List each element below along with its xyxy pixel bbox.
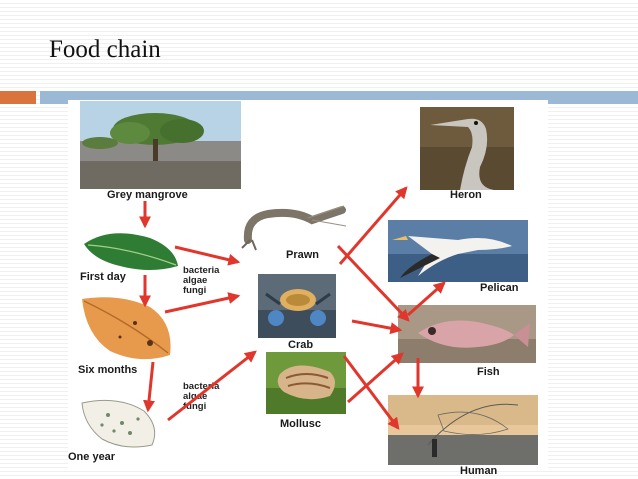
crab-image bbox=[258, 274, 336, 338]
crab-label: Crab bbox=[288, 339, 314, 351]
one-year-leaf-image bbox=[78, 395, 160, 451]
heron-label: Heron bbox=[450, 189, 482, 201]
grey-mangrove-image bbox=[80, 101, 241, 189]
first-day-label: First day bbox=[80, 271, 126, 283]
fish-image bbox=[398, 305, 536, 363]
pelican-label: Pelican bbox=[480, 282, 519, 294]
six-months-leaf-image bbox=[80, 293, 176, 365]
accent-bar-orange bbox=[0, 91, 36, 104]
slide-title: Food chain bbox=[49, 36, 161, 63]
six-months-label: Six months bbox=[78, 364, 138, 376]
grey-mangrove-label: Grey mangrove bbox=[107, 189, 188, 201]
decomposers-label-2: bacteria algae fungi bbox=[183, 381, 220, 412]
pelican-image bbox=[388, 220, 528, 282]
one-year-label: One year bbox=[68, 451, 116, 463]
first-day-leaf-image bbox=[80, 226, 180, 274]
prawn-image bbox=[238, 204, 348, 252]
mollusc-image bbox=[266, 352, 346, 414]
prawn-label: Prawn bbox=[286, 249, 320, 261]
heron-image bbox=[420, 107, 514, 190]
mollusc-label: Mollusc bbox=[280, 418, 321, 430]
fish-label: Fish bbox=[477, 366, 500, 378]
human-image bbox=[388, 395, 538, 465]
human-label: Human bbox=[460, 465, 498, 477]
decomposers-label-1: bacteria algae fungi bbox=[183, 265, 220, 296]
